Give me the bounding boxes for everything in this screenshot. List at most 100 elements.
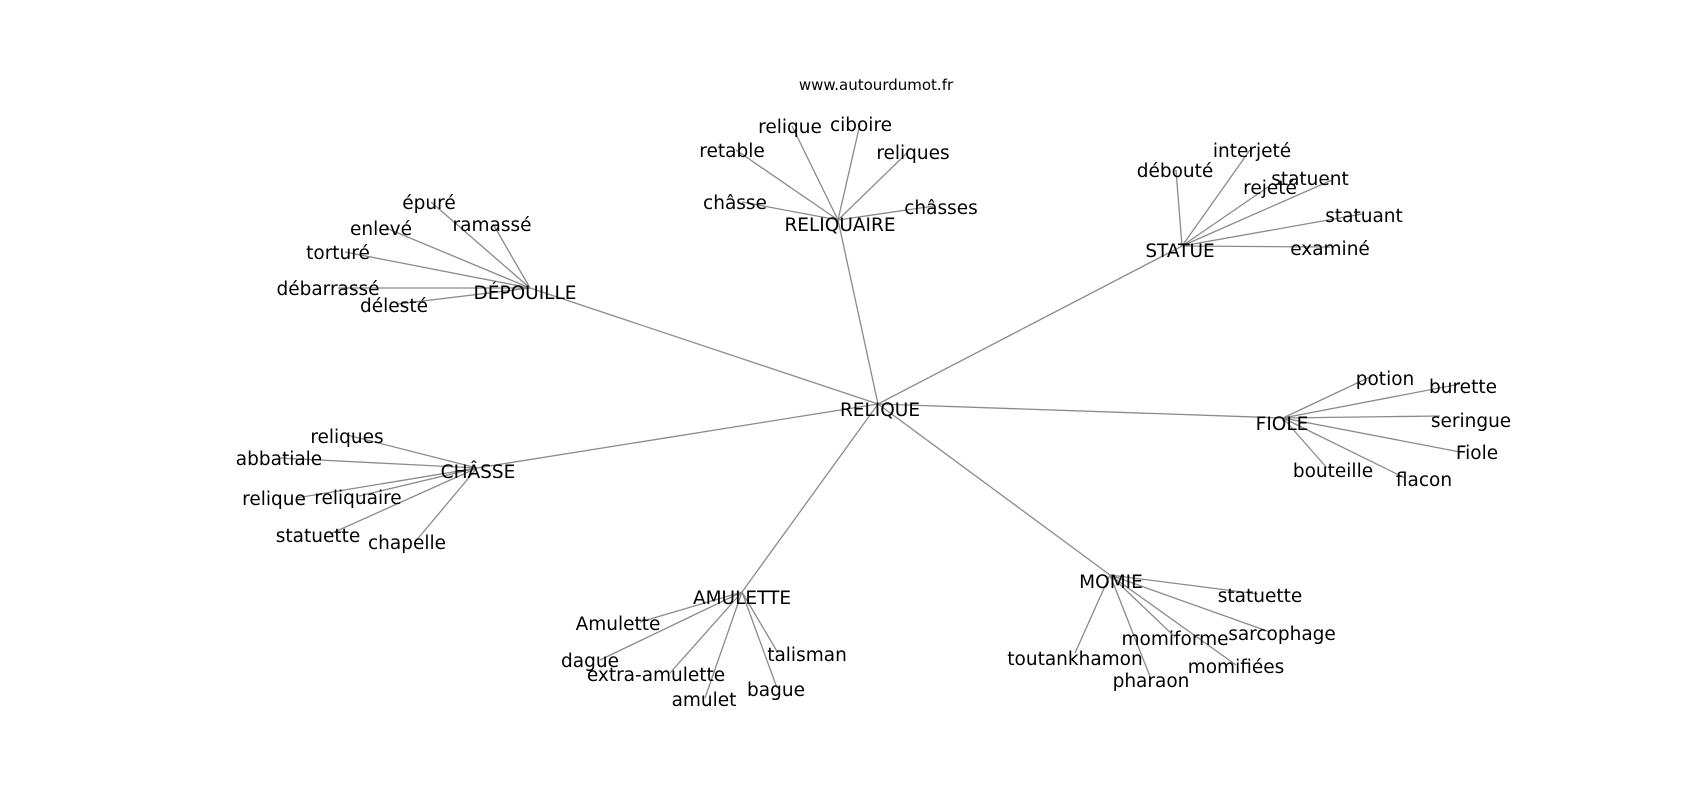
leaf-word-depouille[interactable]: épuré — [402, 193, 455, 214]
edge-amulette-leaf-2 — [669, 591, 743, 674]
leaf-word-reliquaire[interactable]: châsses — [904, 198, 978, 219]
leaf-word-chasse[interactable]: reliques — [310, 427, 383, 448]
leaf-word-depouille[interactable]: enlevé — [350, 219, 412, 240]
leaf-word-amulette[interactable]: Amulette — [576, 614, 661, 635]
site-url-label: www.autourdumot.fr — [799, 76, 954, 94]
edge-fiole-leaf-0 — [1282, 375, 1373, 419]
edge-momie-leaf-0 — [1109, 574, 1259, 595]
edge-center-amulette — [741, 403, 879, 593]
center-word[interactable]: RELIQUE — [840, 400, 920, 421]
edge-fiole-leaf-3 — [1282, 417, 1461, 453]
edge-fiole-leaf-5 — [1282, 417, 1406, 479]
leaf-word-statue[interactable]: rejeté — [1243, 178, 1297, 199]
edge-chasse-leaf-5 — [414, 467, 478, 543]
edge-statue-leaf-4 — [1181, 213, 1363, 247]
leaf-word-depouille[interactable]: torturé — [306, 243, 370, 264]
leaf-word-fiole[interactable]: Fiole — [1456, 443, 1498, 464]
edge-depouille-leaf-2 — [492, 223, 531, 289]
edges-layer — [279, 123, 1461, 699]
leaf-word-momie[interactable]: momifiées — [1188, 657, 1285, 678]
edge-reliquaire-leaf-3 — [837, 151, 909, 221]
edge-momie-leaf-2 — [1109, 574, 1176, 638]
edge-momie-leaf-4 — [1109, 574, 1237, 666]
edge-reliquaire-leaf-2 — [735, 149, 839, 221]
leaf-word-reliquaire[interactable]: reliques — [876, 143, 949, 164]
hub-word-statue[interactable]: STATUE — [1145, 241, 1214, 262]
leaf-word-statue[interactable]: examiné — [1290, 239, 1370, 260]
leaf-word-chasse[interactable]: relique — [242, 489, 306, 510]
hub-word-depouille[interactable]: DÉPOUILLE — [474, 282, 577, 304]
hub-word-reliquaire[interactable]: RELIQUAIRE — [784, 215, 895, 236]
edge-chasse-leaf-4 — [329, 467, 478, 535]
leaf-word-momie[interactable]: momiforme — [1121, 629, 1228, 650]
leaf-word-fiole[interactable]: bouteille — [1293, 461, 1373, 482]
edge-reliquaire-leaf-4 — [741, 201, 839, 221]
edge-depouille-leaf-3 — [344, 251, 531, 289]
edge-fiole-leaf-4 — [1282, 417, 1328, 469]
leaf-word-depouille[interactable]: débarrassé — [276, 279, 379, 300]
edge-center-chasse — [476, 403, 879, 469]
leaf-word-reliquaire[interactable]: ciboire — [830, 115, 892, 136]
edge-fiole-leaf-2 — [1282, 415, 1441, 419]
leaf-word-momie[interactable]: toutankhamon — [1007, 649, 1142, 670]
leaf-word-momie[interactable]: sarcophage — [1228, 624, 1336, 645]
leaf-word-depouille[interactable]: ramassé — [453, 215, 532, 236]
leaf-word-chasse[interactable]: chapelle — [368, 533, 446, 554]
edge-amulette-leaf-3 — [741, 591, 779, 654]
leaf-word-statue[interactable]: interjeté — [1213, 141, 1291, 162]
edge-center-statue — [877, 245, 1183, 405]
leaf-word-chasse[interactable]: reliquaire — [314, 488, 401, 509]
leaf-word-momie[interactable]: statuette — [1218, 586, 1302, 607]
edge-reliquaire-leaf-0 — [791, 125, 839, 221]
leaf-word-amulette[interactable]: extra-amulette — [587, 665, 725, 686]
edge-reliquaire-leaf-5 — [837, 205, 935, 221]
leaf-word-statue[interactable]: statuant — [1325, 206, 1403, 227]
edge-reliquaire-leaf-1 — [837, 123, 861, 221]
leaf-word-statue[interactable]: débouté — [1137, 161, 1214, 182]
hub-word-fiole[interactable]: FIOLE — [1256, 414, 1309, 435]
hub-word-amulette[interactable]: AMULETTE — [693, 588, 791, 609]
leaf-word-reliquaire[interactable]: relique — [758, 117, 822, 138]
leaf-word-momie[interactable]: pharaon — [1113, 671, 1190, 692]
leaf-word-amulette[interactable]: talisman — [767, 645, 847, 666]
leaf-word-amulette[interactable]: amulet — [672, 690, 737, 711]
leaf-word-reliquaire[interactable]: châsse — [703, 193, 767, 214]
leaf-word-amulette[interactable]: bague — [747, 680, 805, 701]
leaf-word-chasse[interactable]: abbatiale — [236, 449, 322, 470]
edge-momie-leaf-5 — [1109, 574, 1152, 680]
edge-statue-leaf-5 — [1181, 245, 1331, 248]
leaf-word-fiole[interactable]: potion — [1356, 369, 1415, 390]
leaf-word-fiole[interactable]: flacon — [1396, 470, 1452, 491]
edge-center-reliquaire — [837, 219, 879, 405]
hub-word-chasse[interactable]: CHÂSSE — [441, 461, 516, 483]
edge-center-momie — [877, 403, 1111, 576]
edge-statue-leaf-0 — [1181, 149, 1251, 247]
leaf-word-reliquaire[interactable]: retable — [699, 141, 764, 162]
edge-statue-leaf-1 — [1175, 169, 1183, 247]
edge-statue-leaf-3 — [1181, 179, 1333, 247]
leaf-word-chasse[interactable]: statuette — [276, 526, 360, 547]
labels-layer: www.autourdumot.fr relique ciboire retable… — [236, 76, 1511, 711]
edge-fiole-leaf-1 — [1282, 383, 1461, 419]
edge-depouille-leaf-1 — [385, 227, 531, 289]
leaf-word-depouille[interactable]: délesté — [360, 296, 428, 317]
hub-word-momie[interactable]: MOMIE — [1079, 572, 1143, 593]
leaf-word-statue[interactable]: statuent — [1271, 169, 1349, 190]
edge-depouille-leaf-0 — [430, 201, 531, 289]
edge-momie-leaf-1 — [1109, 574, 1271, 633]
edge-amulette-leaf-4 — [704, 591, 743, 699]
edge-chasse-leaf-1 — [279, 457, 478, 469]
edge-center-fiole — [877, 403, 1284, 419]
edge-amulette-leaf-0 — [639, 591, 743, 623]
edge-chasse-leaf-0 — [346, 434, 478, 469]
edge-momie-leaf-3 — [1074, 574, 1111, 654]
edge-chasse-leaf-2 — [295, 467, 478, 499]
leaf-word-fiole[interactable]: seringue — [1431, 411, 1511, 432]
edge-chasse-leaf-3 — [358, 467, 478, 497]
edge-statue-leaf-2 — [1181, 186, 1269, 247]
leaf-word-fiole[interactable]: burette — [1429, 377, 1497, 398]
edge-amulette-leaf-5 — [741, 591, 778, 689]
leaf-word-amulette[interactable]: dague — [561, 651, 619, 672]
